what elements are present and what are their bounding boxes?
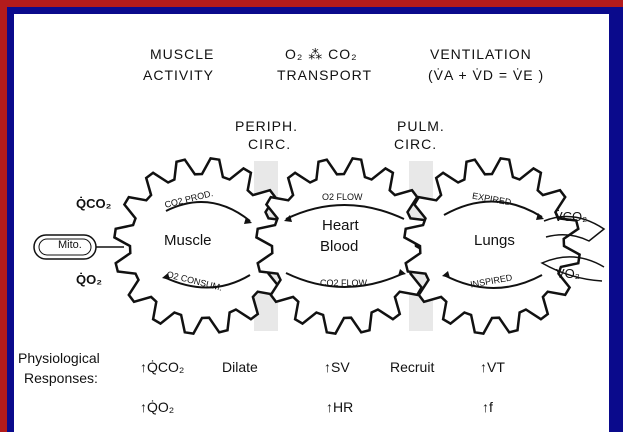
blood-label: Blood xyxy=(320,238,358,255)
v-o2-label: V̇O₂ xyxy=(556,266,580,281)
response-qo2: ↑Q̇O₂ xyxy=(140,399,174,415)
periph-circ-1: PERIPH. xyxy=(235,118,298,134)
header-ventilation-2: (V̇A + V̇D = V̇E ) xyxy=(428,67,544,83)
header-muscle-2: ACTIVITY xyxy=(143,67,214,83)
response-sv: ↑SV xyxy=(324,359,350,375)
muscle-label: Muscle xyxy=(164,232,212,249)
mito-label: Mito. xyxy=(58,239,82,251)
responses-title-1: Physiological xyxy=(18,350,100,366)
header-ventilation-1: VENTILATION xyxy=(430,46,532,62)
lungs-label: Lungs xyxy=(474,232,515,249)
q-co2-label: Q̇CO₂ xyxy=(76,196,111,211)
header-transport-2: TRANSPORT xyxy=(277,67,372,83)
header-muscle-1: MUSCLE xyxy=(150,46,214,62)
response-f: ↑f xyxy=(482,399,493,415)
v-co2-label: V̇CO₂ xyxy=(554,209,587,224)
q-o2-label: Q̇O₂ xyxy=(76,272,102,287)
diagram-paper: MUSCLE ACTIVITY O₂ ⁂ CO₂ TRANSPORT VENTI… xyxy=(14,14,609,432)
pulm-circ-1: PULM. xyxy=(397,118,445,134)
top-red-bar xyxy=(0,0,623,7)
heart-label: Heart xyxy=(322,217,359,234)
gears-diagram xyxy=(14,149,609,349)
response-dilate: Dilate xyxy=(222,359,258,375)
left-red-bar xyxy=(0,0,7,432)
response-vt: ↑VT xyxy=(480,359,505,375)
o2-flow-label: O2 FLOW xyxy=(322,192,363,202)
header-transport-1: O₂ ⁂ CO₂ xyxy=(285,46,358,63)
co2-flow-label: CO2 FLOW xyxy=(320,278,367,288)
response-recruit: Recruit xyxy=(390,359,434,375)
responses-title-2: Responses: xyxy=(24,370,98,386)
response-hr: ↑HR xyxy=(326,399,353,415)
response-qco2: ↑Q̇CO₂ xyxy=(140,359,184,375)
